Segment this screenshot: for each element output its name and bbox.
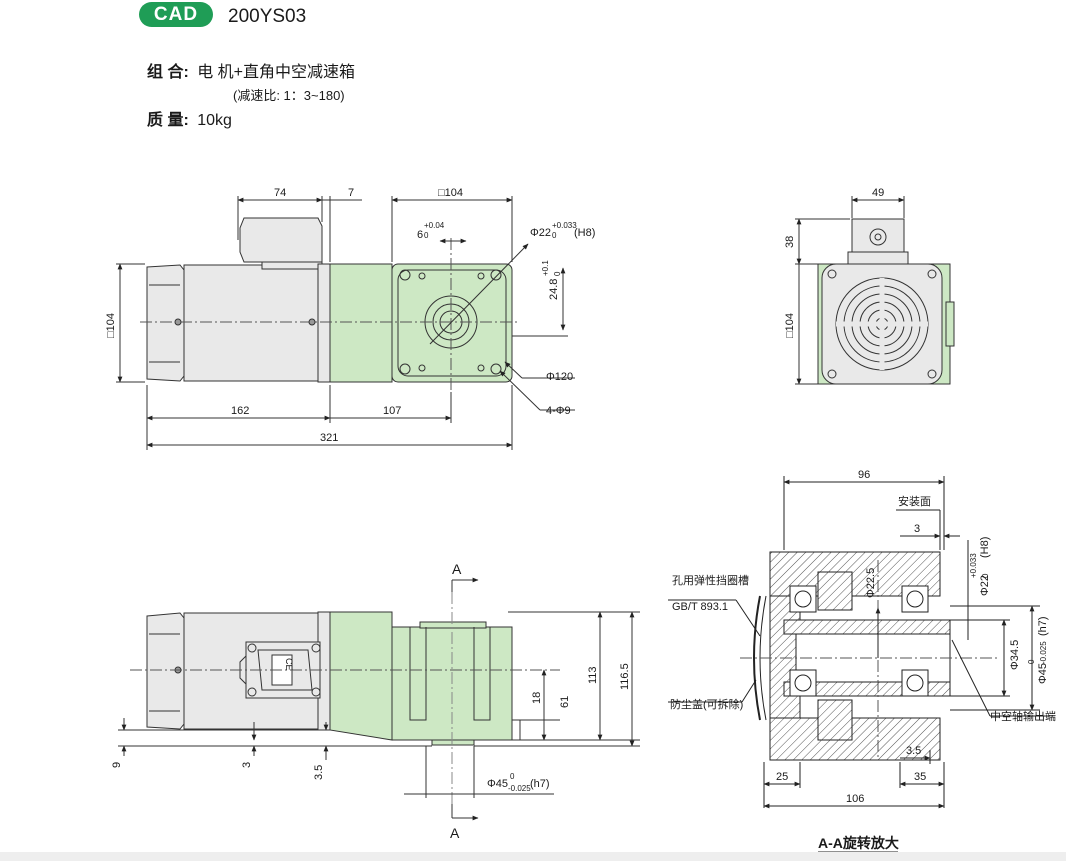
sec-dim-3-5: 3.5: [906, 745, 921, 757]
sec-dim-106: 106: [846, 793, 864, 805]
dim-24-8: 24.8: [548, 279, 560, 300]
cad-badge[interactable]: CAD: [139, 2, 213, 27]
side-view-dimensions: 74 7 □104 6 +0.04 0 Φ22 +0.033 0 (H8) 24…: [105, 187, 595, 444]
spec-header: CAD 200YS03 组 合: 电 机+直角中空减速箱 (减速比: 1：3~1…: [0, 0, 1066, 140]
sec-dim-phi34-5: Φ34.5: [1009, 640, 1021, 670]
bottom-bar: [0, 852, 1066, 861]
sec-tol-phi45b: -0.025: [1039, 641, 1048, 664]
dim-9: 9: [111, 762, 123, 768]
retaining-groove-label: 孔用弹性挡圈槽: [672, 573, 749, 587]
dim-74: 74: [274, 187, 286, 199]
sec-dim-phi22-5: Φ22.5: [865, 568, 877, 598]
end-view: [795, 196, 955, 385]
dim-left104: □104: [105, 313, 117, 338]
section-caption: A-A旋转放大: [818, 835, 899, 851]
weight-label: 质 量:: [147, 112, 189, 129]
sec-dim-phi45: Φ45: [1037, 663, 1049, 684]
side-view: [116, 196, 575, 450]
sec-dim-35: 35: [914, 771, 926, 783]
sec-fit-h8: (H8): [979, 537, 991, 558]
sec-dim-phi22: Φ22: [979, 575, 991, 596]
section-view: [668, 476, 1050, 853]
hollow-output-label: 中空轴输出端: [990, 709, 1056, 723]
sec-dim-96: 96: [858, 469, 870, 481]
tol-phi22: +0.033: [552, 221, 577, 230]
dim-phi120: Φ120: [546, 371, 573, 383]
tol-6: +0.04: [424, 221, 445, 230]
combination-label: 组 合:: [147, 64, 189, 81]
section-a-top: A: [452, 561, 462, 577]
dim-321: 321: [320, 432, 338, 444]
dim-113: 113: [587, 666, 599, 684]
dim-49: 49: [872, 187, 884, 199]
standard-label: GB/T 893.1: [672, 601, 728, 613]
tol-phi45b: -0.025: [508, 784, 531, 793]
weight-row: 质 量: 10kg: [147, 106, 232, 130]
ratio-note: (减速比: 1：3~180): [233, 88, 345, 103]
sec-dim-25: 25: [776, 771, 788, 783]
sec-fit-h7: (h7): [1037, 616, 1049, 636]
sec-tol-phi22: +0.033: [969, 553, 978, 578]
dim-phi45: Φ45: [487, 778, 508, 790]
weight-value: 10kg: [197, 112, 232, 129]
combination-value: 电 机+直角中空减速箱: [197, 64, 356, 81]
dim-162: 162: [231, 405, 249, 417]
dim-61: 61: [559, 696, 571, 708]
dim-3: 3: [241, 762, 253, 768]
model-number: 200YS03: [228, 6, 307, 27]
dust-cover-label: 防尘盖(可拆除): [670, 697, 743, 711]
dim-107: 107: [383, 405, 401, 417]
name-plate-text: CE: [284, 658, 294, 671]
dim-7: 7: [348, 187, 354, 199]
tol-24-8b: 0: [553, 271, 562, 276]
tol-phi22b: 0: [552, 231, 557, 240]
dim-38: 38: [784, 236, 796, 248]
tol-24-8: +0.1: [541, 260, 550, 276]
dim-box104: □104: [438, 187, 463, 199]
section-a-bottom: A: [450, 825, 460, 841]
dim-3-5: 3.5: [313, 765, 325, 780]
fit-h8: (H8): [574, 227, 595, 239]
tol-phi45a: 0: [510, 772, 515, 781]
dim-holes: 4-Φ9: [546, 405, 571, 417]
tol-6b: 0: [424, 231, 429, 240]
bottom-view-dimensions: A A 9 3 3.5 18 61 113 116.5 Φ45 0 -0.025…: [111, 561, 631, 841]
section-view-dimensions: 96 安装面 3 Φ22 +0.033 0 (H8) Φ22.5 Φ34.5 Φ…: [670, 469, 1056, 851]
dim-phi22: Φ22: [530, 227, 551, 239]
dim-6: 6: [417, 229, 423, 241]
fit-h7: (h7): [530, 778, 550, 790]
dim-116-5: 116.5: [619, 663, 631, 690]
bottom-view: [118, 577, 640, 821]
sec-tol-phi45a: 0: [1027, 659, 1036, 664]
combination-row: 组 合: 电 机+直角中空减速箱: [147, 58, 355, 82]
dim-18: 18: [531, 692, 543, 704]
end-view-dimensions: 49 38 □104: [784, 187, 884, 338]
dim-end104: □104: [784, 313, 796, 338]
mount-face-label: 安装面: [898, 494, 931, 508]
sec-tol-phi22b: 0: [981, 573, 990, 578]
sec-dim-3: 3: [914, 523, 920, 535]
